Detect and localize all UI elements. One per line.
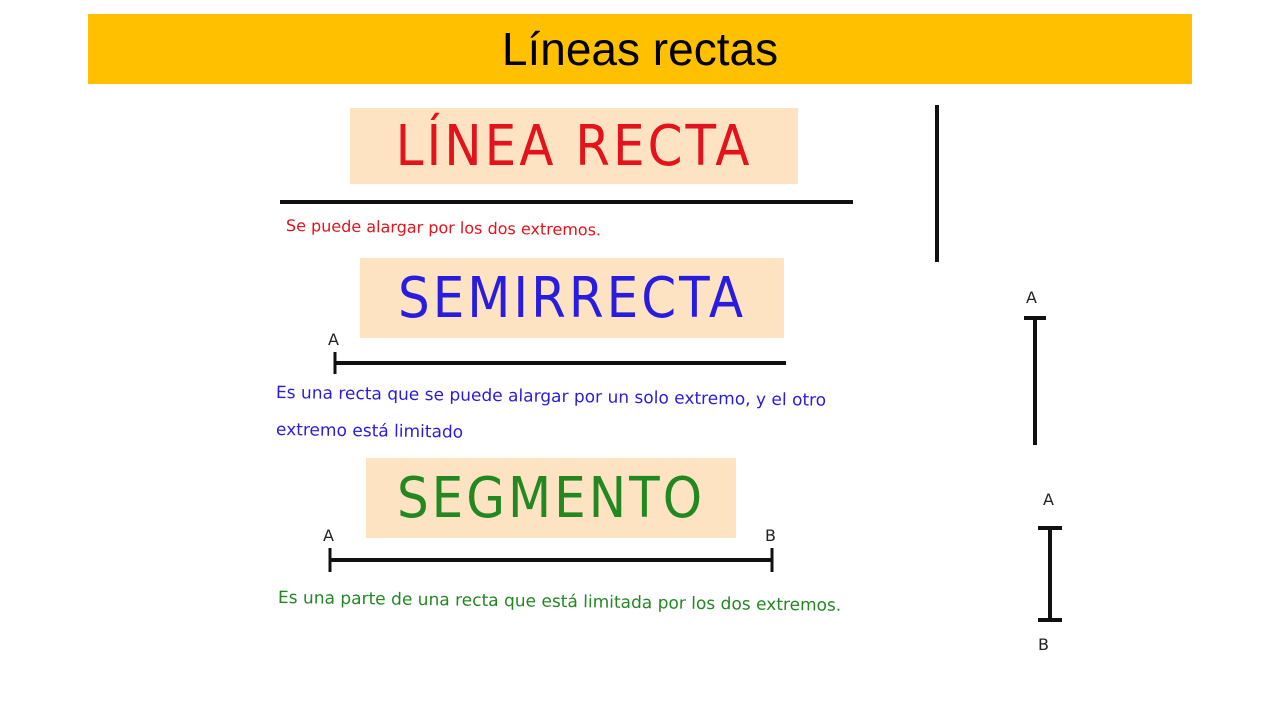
segmento-vertical-point-b: B [1038, 635, 1049, 654]
linea-recta-description: Se puede alargar por los dos extremos. [285, 216, 602, 240]
linea-recta-label: LÍNEA RECTA [395, 113, 753, 179]
segmento-point-b: B [765, 526, 776, 545]
slide-title: Líneas rectas [501, 23, 779, 75]
linea-recta-label-box: LÍNEA RECTA [350, 108, 798, 184]
segmento-label: SEGMENTO [396, 465, 706, 531]
semirrecta-label: SEMIRRECTA [397, 265, 747, 331]
semirrecta-label-box: SEMIRRECTA [360, 258, 784, 338]
segmento-point-a: A [323, 526, 334, 545]
segmento-vertical-point-a: A [1043, 490, 1054, 509]
semirrecta-point-a: A [328, 330, 339, 349]
semirrecta-description-line2: extremo está limitado [275, 420, 464, 443]
title-bar: Líneas rectas [88, 14, 1192, 84]
semirrecta-vertical-point-a: A [1026, 288, 1037, 307]
segmento-label-box: SEGMENTO [366, 458, 736, 538]
